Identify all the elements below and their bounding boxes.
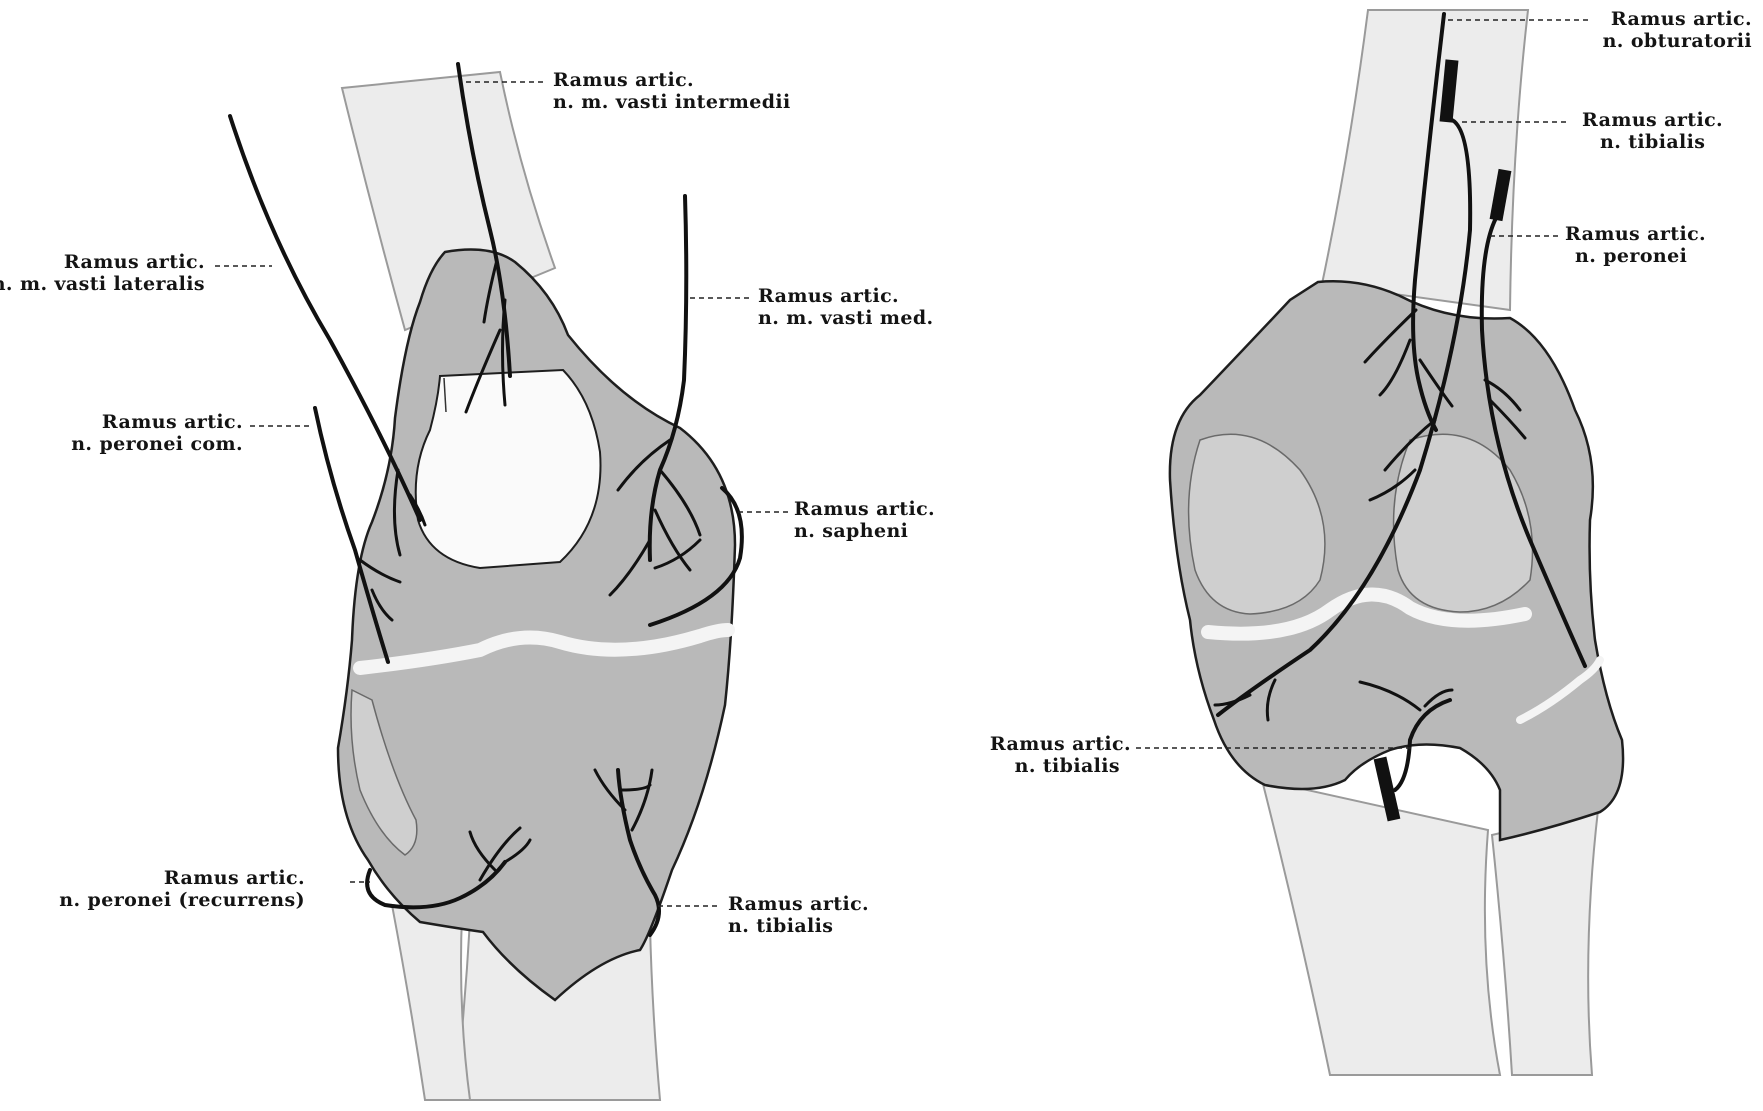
- label-tibialis-anterior: Ramus artic.: [728, 893, 869, 915]
- femur-shaft-posterior: [1322, 10, 1528, 310]
- label-vasti-intermedii-line2: n. m. vasti intermedii: [553, 91, 791, 113]
- tibia-posterior: [1262, 780, 1500, 1075]
- label-tibialis-lower-line2: n. tibialis: [1015, 755, 1120, 777]
- label-tibialis-anterior-line2: n. tibialis: [728, 915, 833, 937]
- label-peronei-posterior-line2: n. peronei: [1575, 245, 1687, 267]
- stump-tibialis-upper: [1446, 60, 1452, 122]
- posterior-knee-view: Ramus artic. n. obturatorii Ramus artic.…: [990, 8, 1752, 1075]
- label-peronei-recurrens: Ramus artic.: [164, 867, 305, 889]
- label-vasti-lateralis-line2: n. m. vasti lateralis: [0, 273, 205, 295]
- label-peronei-posterior: Ramus artic.: [1565, 223, 1706, 245]
- label-peronei-com: Ramus artic.: [102, 411, 243, 433]
- label-tibialis-upper-line2: n. tibialis: [1600, 131, 1705, 153]
- anterior-knee-view: Ramus artic. n. m. vasti intermedii Ramu…: [0, 64, 935, 1100]
- label-peronei-com-line2: n. peronei com.: [71, 433, 243, 455]
- label-vasti-lateralis: Ramus artic.: [64, 251, 205, 273]
- label-peronei-recurrens-line2: n. peronei (recurrens): [59, 889, 305, 911]
- label-vasti-med: Ramus artic.: [758, 285, 899, 307]
- label-obturatorii-line2: n. obturatorii: [1603, 30, 1752, 52]
- label-tibialis-lower: Ramus artic.: [990, 733, 1131, 755]
- fibula-anterior: [392, 905, 470, 1100]
- label-sapheni-line2: n. sapheni: [794, 520, 908, 542]
- fibula-posterior: [1492, 810, 1598, 1075]
- label-vasti-med-line2: n. m. vasti med.: [758, 307, 934, 329]
- label-obturatorii: Ramus artic.: [1611, 8, 1752, 30]
- label-sapheni: Ramus artic.: [794, 498, 935, 520]
- label-vasti-intermedii: Ramus artic.: [553, 69, 694, 91]
- joint-capsule-anterior: [338, 250, 735, 1000]
- label-tibialis-upper: Ramus artic.: [1582, 109, 1723, 131]
- stump-peronei: [1496, 170, 1505, 220]
- patella: [416, 370, 601, 568]
